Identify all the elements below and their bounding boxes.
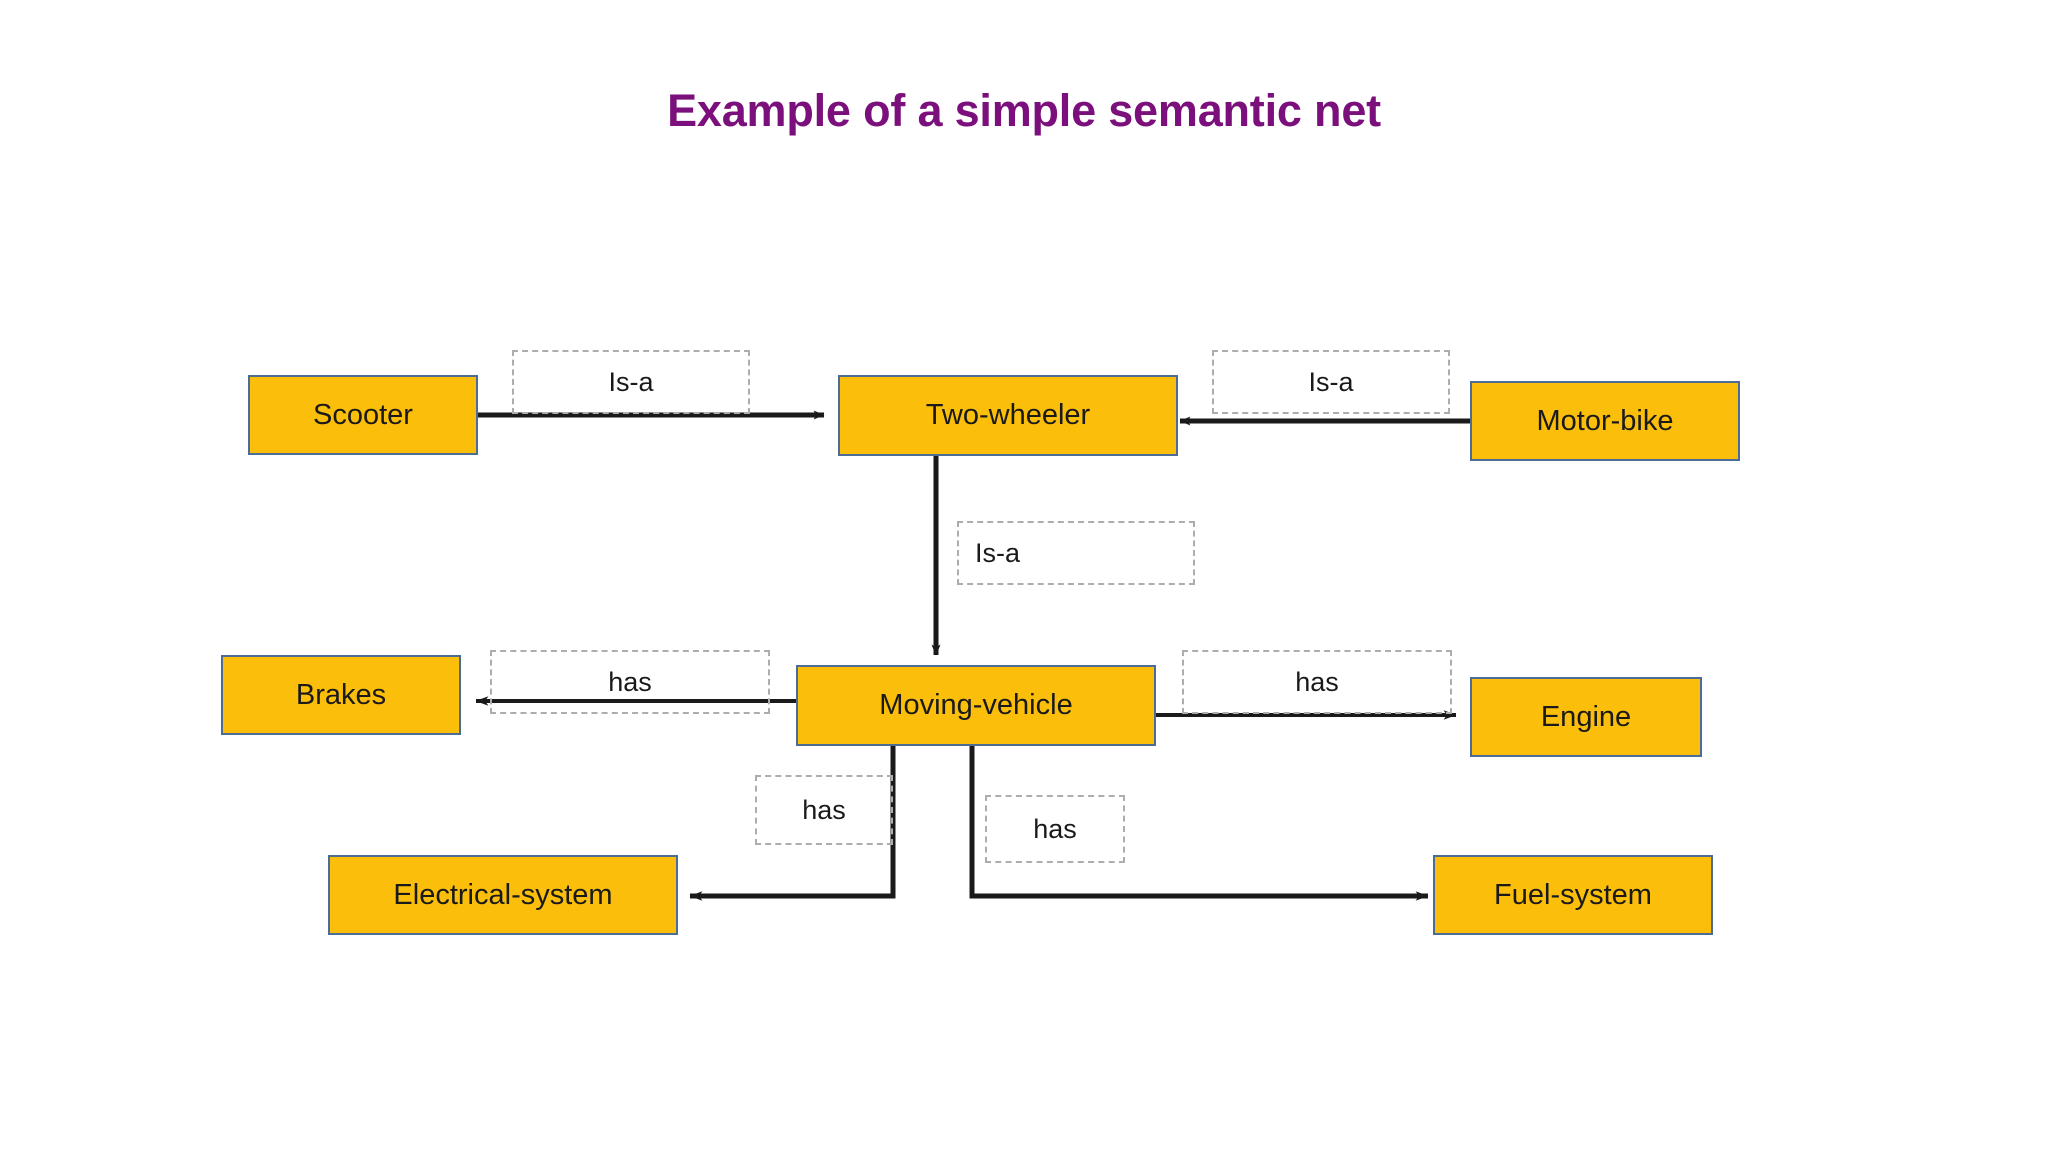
edge-label-text: Is-a [975, 537, 1021, 568]
page-title: Example of a simple semantic net [667, 85, 1381, 136]
node-moving-vehicle[interactable]: Moving-vehicle [796, 665, 1156, 746]
node-label: Motor-bike [1536, 404, 1674, 437]
node-brakes[interactable]: Brakes [221, 655, 461, 735]
node-label: Moving-vehicle [879, 689, 1073, 721]
node-label: Fuel-system [1494, 878, 1652, 911]
node-label: Electrical-system [393, 878, 613, 911]
edge-label-text: Is-a [1308, 366, 1354, 397]
node-fuel-system[interactable]: Fuel-system [1433, 855, 1713, 935]
node-label: Brakes [295, 678, 387, 711]
edge-label-engine-has: has [1182, 650, 1452, 714]
edge-label-text: has [1295, 666, 1339, 697]
node-engine[interactable]: Engine [1470, 677, 1702, 757]
node-motor-bike[interactable]: Motor-bike [1470, 381, 1740, 461]
edge-label-text: has [1033, 813, 1077, 844]
edge-label-text: has [608, 666, 652, 697]
edge-moving-vehicle-fuel-system [969, 746, 1429, 901]
edge-label-brakes-has: has [490, 650, 770, 714]
edge-label-motor-bike-is-a: Is-a [1212, 350, 1450, 414]
node-label: Two-wheeler [925, 399, 1091, 431]
edge-label-text: Is-a [608, 366, 654, 397]
node-scooter[interactable]: Scooter [248, 375, 478, 455]
node-label: Scooter [313, 398, 413, 431]
edge-moving-vehicle-electrical-system [689, 746, 896, 901]
node-electrical-system[interactable]: Electrical-system [328, 855, 678, 935]
edge-label-scooter-is-a: Is-a [512, 350, 750, 414]
edge-label-electrical-system-has: has [755, 775, 893, 845]
edge-label-two-wheeler-is-a: Is-a [957, 521, 1195, 585]
node-two-wheeler[interactable]: Two-wheeler [838, 375, 1178, 456]
edge-label-fuel-system-has: has [985, 795, 1125, 863]
node-label: Engine [1540, 700, 1632, 733]
edge-label-text: has [802, 794, 846, 825]
